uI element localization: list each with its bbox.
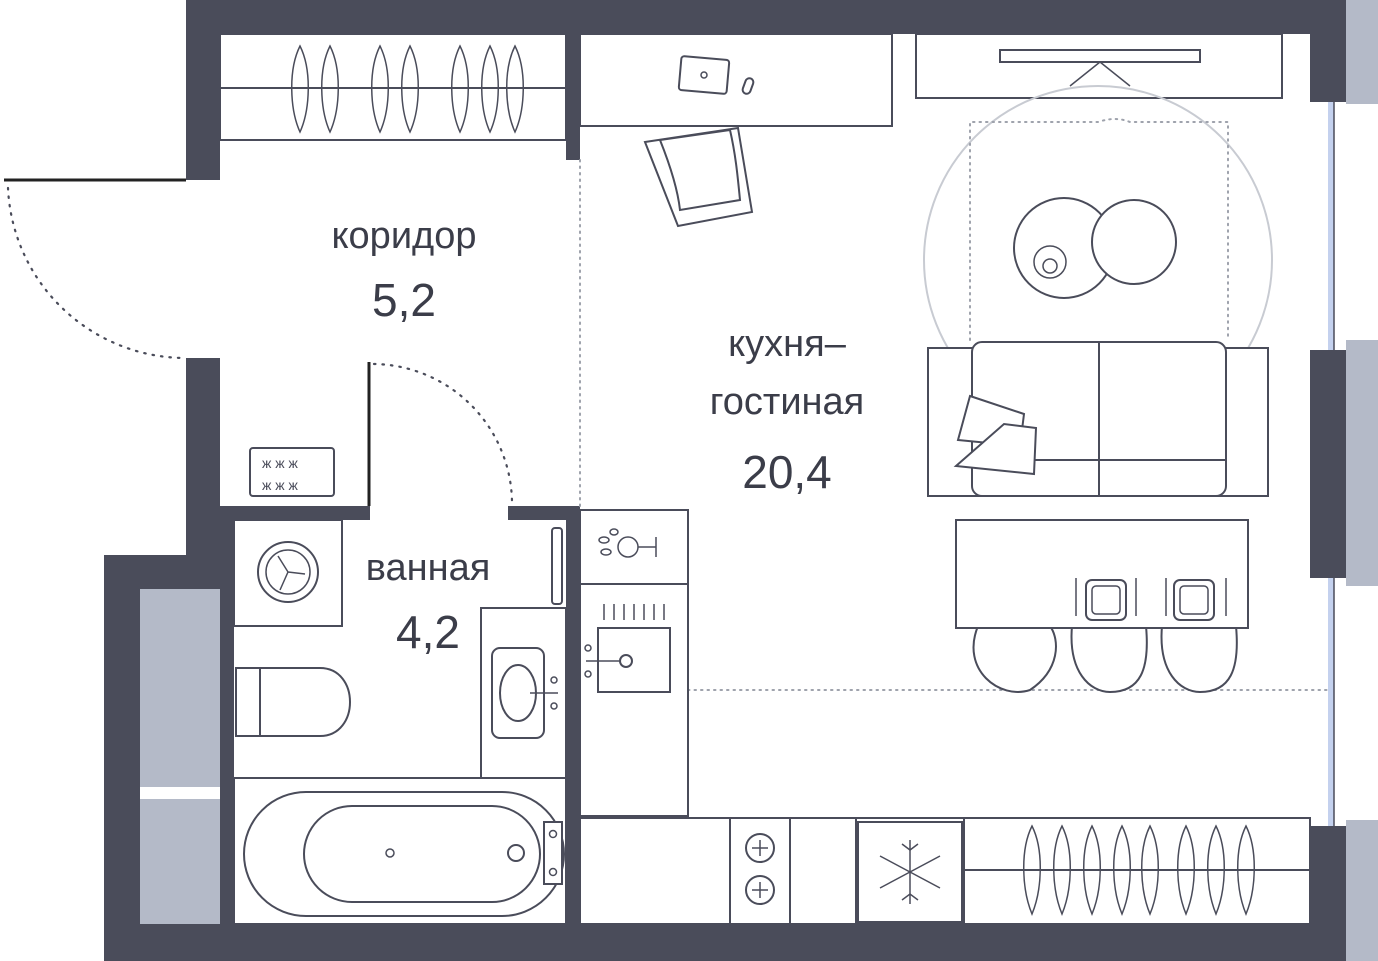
- chair: [643, 126, 754, 228]
- kitchen-counter-bottom: [579, 817, 1311, 925]
- svg-text:ж ж ж: ж ж ж: [262, 477, 299, 493]
- towel-rail: [551, 527, 563, 605]
- dining-table: [955, 519, 1249, 694]
- sink: [480, 607, 567, 779]
- sofa: [927, 341, 1269, 497]
- wardrobe-corridor: [219, 33, 567, 141]
- desk: [579, 33, 893, 127]
- bathroom-area: 4,2: [396, 606, 460, 658]
- tv-unit: [915, 33, 1283, 99]
- kitchen-living-name-line1: кухня–: [728, 323, 847, 365]
- toilet: [235, 667, 351, 737]
- bathtub: [233, 777, 567, 925]
- kitchen-counter-left: [579, 509, 689, 817]
- facade-strip: [1346, 820, 1378, 961]
- windows: [140, 102, 1335, 924]
- bathroom-door: [367, 362, 514, 506]
- washing-machine: [233, 519, 343, 627]
- kitchen-living-name-line2: гостиная: [710, 381, 865, 423]
- svg-text:ж ж ж: ж ж ж: [262, 455, 299, 471]
- coffee-tables: [969, 118, 1229, 341]
- bathroom-name: ванная: [366, 547, 491, 589]
- walls: [104, 0, 1346, 961]
- radiator: ж ж ж ж ж ж: [249, 447, 335, 497]
- entry-door: [4, 178, 188, 360]
- facade-strip: [1346, 0, 1378, 104]
- kitchen-living-area: 20,4: [742, 446, 832, 498]
- corridor-area: 5,2: [372, 274, 436, 326]
- corridor-name: коридор: [332, 215, 477, 257]
- facade-strip: [1346, 340, 1378, 586]
